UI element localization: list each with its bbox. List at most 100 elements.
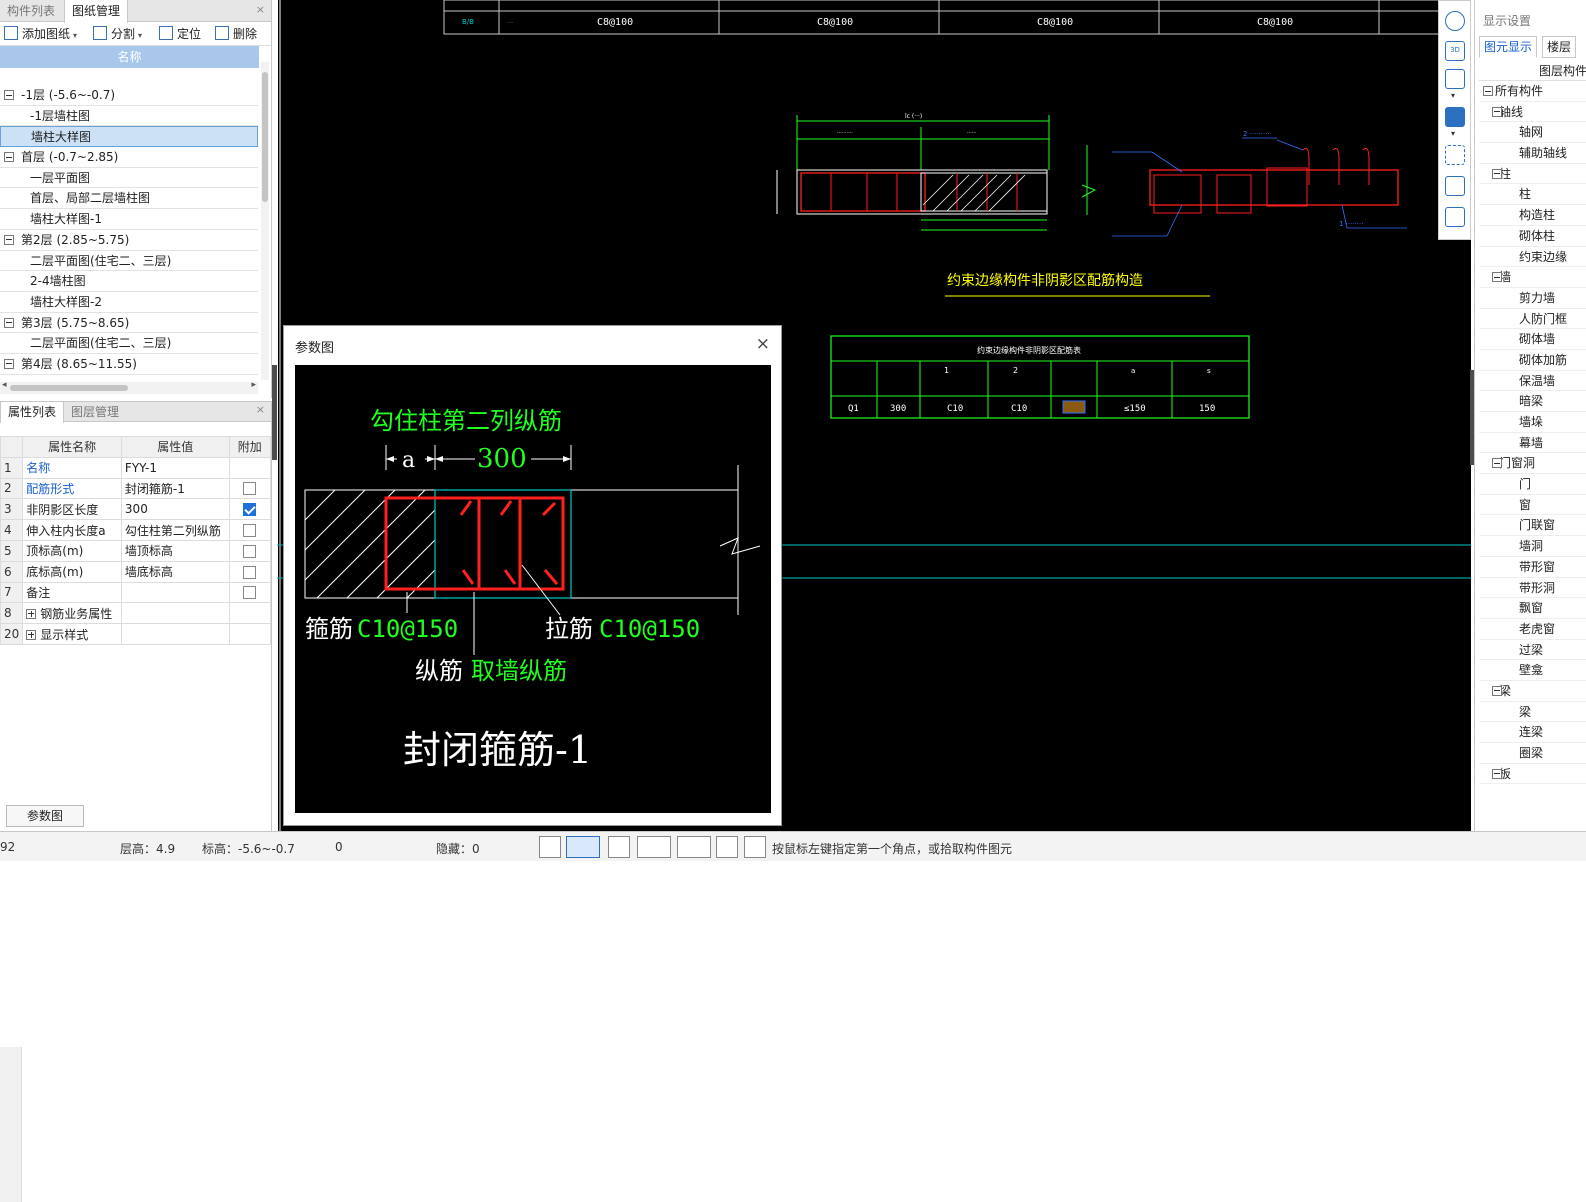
panel-splitter[interactable] — [1470, 370, 1474, 465]
cube-view-icon[interactable] — [1445, 69, 1465, 89]
expand-icon[interactable] — [26, 608, 37, 619]
tree-drawing-item[interactable]: 二层平面图(住宅二、三层) — [0, 251, 258, 272]
layer-item[interactable]: 墙洞 — [1479, 536, 1586, 557]
layer-item[interactable]: 带形洞 — [1479, 578, 1586, 599]
attach-checkbox[interactable] — [242, 544, 256, 558]
property-value[interactable]: 封闭箍筋-1 — [120, 477, 230, 500]
point-select-icon[interactable] — [677, 836, 711, 858]
collapse-icon[interactable] — [4, 90, 14, 100]
layer-item[interactable]: 柱 — [1479, 164, 1586, 185]
layer-item[interactable]: 圈梁 — [1479, 743, 1586, 764]
tab-property-list[interactable]: 属性列表 — [0, 402, 65, 423]
tree-drawing-item[interactable]: 墙柱大样图-2 — [0, 292, 258, 313]
tree-floor-node[interactable]: 第3层 (5.75~8.65) — [0, 313, 258, 334]
property-value[interactable]: 墙顶标高 — [120, 539, 230, 562]
tree-header-name[interactable]: 名称 — [0, 46, 259, 68]
collapse-icon[interactable] — [1492, 458, 1502, 469]
layer-item[interactable]: 门联窗 — [1479, 515, 1586, 537]
tab-layer-management[interactable]: 图层管理 — [71, 405, 120, 419]
expand-icon[interactable] — [26, 629, 37, 640]
layer-item[interactable]: 墙 — [1479, 267, 1586, 288]
layer-item[interactable]: 砌体加筋 — [1479, 350, 1586, 371]
collapse-icon[interactable] — [4, 234, 14, 245]
collapse-icon[interactable] — [1492, 272, 1502, 283]
tree-floor-node[interactable]: 第2层 (2.85~5.75) — [0, 230, 258, 251]
solid-cube-icon[interactable] — [1445, 107, 1465, 127]
collapse-icon[interactable] — [4, 358, 14, 369]
tree-drawing-item[interactable]: 二层平面图(住宅二、三层) — [0, 333, 258, 354]
collapse-icon[interactable] — [4, 152, 14, 163]
close-icon[interactable]: × — [255, 403, 265, 416]
property-value[interactable]: 墙底标高 — [120, 560, 230, 583]
split-button[interactable]: 分割▾ — [93, 26, 142, 43]
property-value[interactable]: 300 — [120, 498, 230, 521]
line-select-icon[interactable] — [637, 836, 671, 858]
tree-drawing-item[interactable]: 一层平面图 — [0, 168, 258, 189]
settings-list-icon[interactable] — [1445, 207, 1465, 227]
collapse-icon[interactable] — [4, 317, 14, 328]
layer-item[interactable]: 梁 — [1479, 681, 1586, 702]
chevron-down-icon[interactable]: ▾ — [1451, 91, 1456, 100]
cursor-icon[interactable] — [539, 836, 561, 858]
layer-item[interactable]: 梁 — [1479, 702, 1586, 723]
layer-item[interactable]: 构造柱 — [1479, 205, 1586, 226]
property-value[interactable] — [120, 602, 230, 625]
tree-floor-node[interactable]: -1层 (-5.6~-0.7) — [0, 85, 258, 106]
tree-floor-node[interactable]: 第4层 (8.65~11.55) — [0, 354, 258, 375]
layer-item[interactable]: 砌体柱 — [1479, 226, 1586, 247]
attach-checkbox[interactable] — [242, 482, 256, 496]
property-value[interactable] — [120, 623, 230, 645]
layer-item[interactable]: 飘窗 — [1479, 598, 1586, 619]
layer-item[interactable]: 剪力墙 — [1479, 288, 1586, 309]
tree-drawing-item[interactable]: 2-4墙柱图 — [0, 271, 258, 292]
attach-checkbox[interactable] — [242, 503, 256, 517]
layer-item[interactable]: 板 — [1479, 764, 1586, 785]
3d-view-icon[interactable]: 3D — [1445, 41, 1465, 61]
delete-button[interactable]: 删除 — [215, 26, 257, 43]
close-icon[interactable]: × — [255, 3, 265, 16]
pick-icon[interactable] — [744, 836, 766, 858]
close-icon[interactable]: × — [755, 334, 770, 354]
layer-item[interactable]: 约束边缘 — [1479, 247, 1586, 268]
scroll-right-icon[interactable]: ▸ — [251, 380, 256, 390]
fullscreen-icon[interactable] — [1445, 145, 1465, 165]
rect-select-icon[interactable] — [566, 836, 600, 858]
panel-splitter[interactable] — [272, 365, 277, 460]
layer-item[interactable]: 轴网 — [1479, 122, 1586, 144]
layer-item[interactable]: 保温墙 — [1479, 371, 1586, 392]
attach-checkbox[interactable] — [242, 586, 256, 600]
tree-vertical-scrollbar[interactable] — [261, 62, 269, 380]
layer-item[interactable]: 辅助轴线 — [1479, 143, 1586, 164]
property-value[interactable] — [120, 581, 230, 604]
tab-floor[interactable]: 楼层 — [1542, 36, 1577, 58]
tree-drawing-item[interactable]: 墙柱大样图-1 — [0, 209, 258, 230]
tree-horizontal-scrollbar[interactable]: ◂ ▸ — [0, 380, 258, 394]
tab-component-list[interactable]: 构件列表 — [7, 4, 56, 18]
tab-element-display[interactable]: 图元显示 — [1479, 36, 1538, 58]
layer-item[interactable]: 过梁 — [1479, 640, 1586, 661]
tree-floor-node[interactable]: 首层 (-0.7~2.85) — [0, 147, 258, 168]
scroll-left-icon[interactable]: ◂ — [2, 380, 7, 390]
property-value[interactable]: 勾住柱第二列纵筋 — [120, 519, 230, 541]
layer-item[interactable]: 窗 — [1479, 495, 1586, 516]
save-view-icon[interactable] — [716, 836, 738, 858]
scroll-thumb[interactable] — [10, 385, 128, 391]
collapse-icon[interactable] — [1492, 768, 1502, 779]
layer-item[interactable]: 门 — [1479, 474, 1586, 495]
layer-item[interactable]: 老虎窗 — [1479, 619, 1586, 640]
attach-checkbox[interactable] — [242, 524, 256, 538]
layer-item[interactable]: 壁龛 — [1479, 660, 1586, 681]
layer-item[interactable]: 暗梁 — [1479, 391, 1586, 412]
param-diagram-button[interactable]: 参数图 — [6, 805, 84, 827]
layer-item[interactable]: 轴线 — [1479, 102, 1586, 123]
collapse-icon[interactable] — [1492, 685, 1502, 696]
layer-item[interactable]: 幕墙 — [1479, 433, 1586, 454]
tab-drawing-management[interactable]: 图纸管理 — [64, 0, 129, 23]
property-value[interactable]: FYY-1 — [120, 456, 230, 479]
